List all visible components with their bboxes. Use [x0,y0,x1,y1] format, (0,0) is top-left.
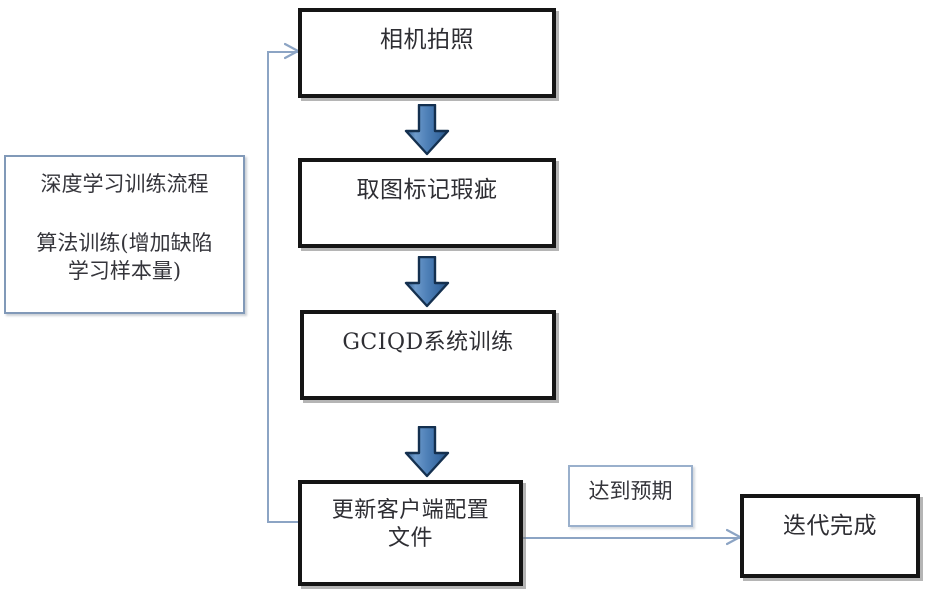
node-update-client-config-file-label: 更新客户端配置 文件 [331,498,490,552]
exit-arrow-line [523,537,742,539]
node-iteration-complete-label: 迭代完成 [783,513,877,539]
condition-meets-expectation-label: 达到预期 [588,479,673,503]
feedback-loop-top-segment [267,51,299,53]
node-capture-and-mark-defects-label: 取图标记瑕疵 [356,177,498,203]
note-heading-text: 深度学习训练流程 [40,172,209,196]
training-process-note-box: 深度学习训练流程 算法训练(增加缺陷 学习样本量) [4,155,245,314]
note-body-text: 算法训练(增加缺陷 学习样本量) [36,231,213,284]
node-update-client-config-file[interactable]: 更新客户端配置 文件 [298,480,523,586]
node-capture-and-mark-defects[interactable]: 取图标记瑕疵 [298,158,556,248]
down-block-arrow-icon-3 [404,426,450,478]
node-camera-capture-label: 相机拍照 [380,27,474,53]
down-block-arrow-icon-2 [404,256,450,308]
node-iteration-complete[interactable]: 迭代完成 [740,494,920,578]
node-gciqd-system-training[interactable]: GCIQD系统训练 [300,310,556,400]
feedback-loop-vertical-segment [267,52,269,523]
node-camera-capture[interactable]: 相机拍照 [298,8,556,98]
feedback-loop-bottom-segment [267,521,300,523]
condition-meets-expectation-box[interactable]: 达到预期 [568,465,693,527]
down-block-arrow-icon-1 [404,104,450,156]
node-gciqd-system-training-label: GCIQD系统训练 [342,330,514,355]
